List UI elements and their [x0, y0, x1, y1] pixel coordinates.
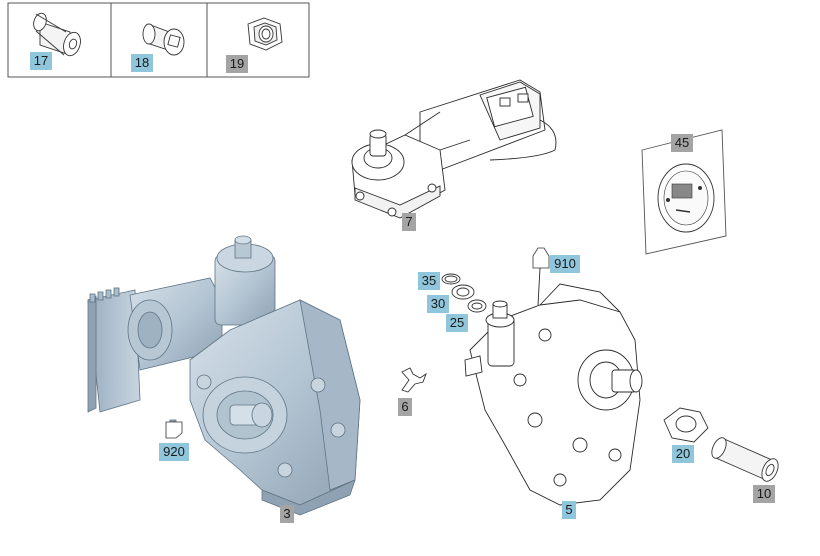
- callout-7[interactable]: 7: [402, 213, 416, 231]
- seal-ring-25[interactable]: [467, 299, 487, 313]
- washer-30[interactable]: [451, 284, 475, 300]
- callout-25[interactable]: 25: [446, 314, 468, 332]
- callout-20[interactable]: 20: [672, 445, 694, 463]
- steering-gear-housing-5[interactable]: [464, 267, 643, 506]
- callout-910[interactable]: 910: [550, 255, 580, 273]
- callout-10[interactable]: 10: [753, 485, 775, 503]
- lock-nut-20[interactable]: [663, 407, 709, 443]
- sleeve-part-10[interactable]: [709, 435, 782, 483]
- wrench-tool-6[interactable]: [401, 367, 427, 393]
- callout-17[interactable]: 17: [30, 52, 52, 70]
- plug-part-18[interactable]: [142, 23, 185, 56]
- small-parts-table: [7, 2, 310, 78]
- nut-part-19[interactable]: [247, 17, 283, 51]
- callout-5[interactable]: 5: [562, 501, 576, 519]
- callout-35[interactable]: 35: [418, 272, 440, 290]
- steering-gear-assembly-3[interactable]: [87, 235, 361, 516]
- callout-45[interactable]: 45: [671, 134, 693, 152]
- callout-19[interactable]: 19: [226, 55, 248, 73]
- servo-motor-unit[interactable]: [351, 79, 557, 219]
- callout-3[interactable]: 3: [280, 505, 294, 523]
- callout-30[interactable]: 30: [427, 295, 449, 313]
- fitting-part-910[interactable]: [532, 247, 550, 269]
- retaining-ring-35[interactable]: [441, 273, 461, 285]
- adapter-part-920[interactable]: [165, 421, 183, 439]
- sleeve-part-17[interactable]: [32, 12, 84, 58]
- sensor-part-45[interactable]: [641, 129, 727, 255]
- callout-920[interactable]: 920: [159, 443, 189, 461]
- callout-6[interactable]: 6: [398, 398, 412, 416]
- callout-18[interactable]: 18: [131, 54, 153, 72]
